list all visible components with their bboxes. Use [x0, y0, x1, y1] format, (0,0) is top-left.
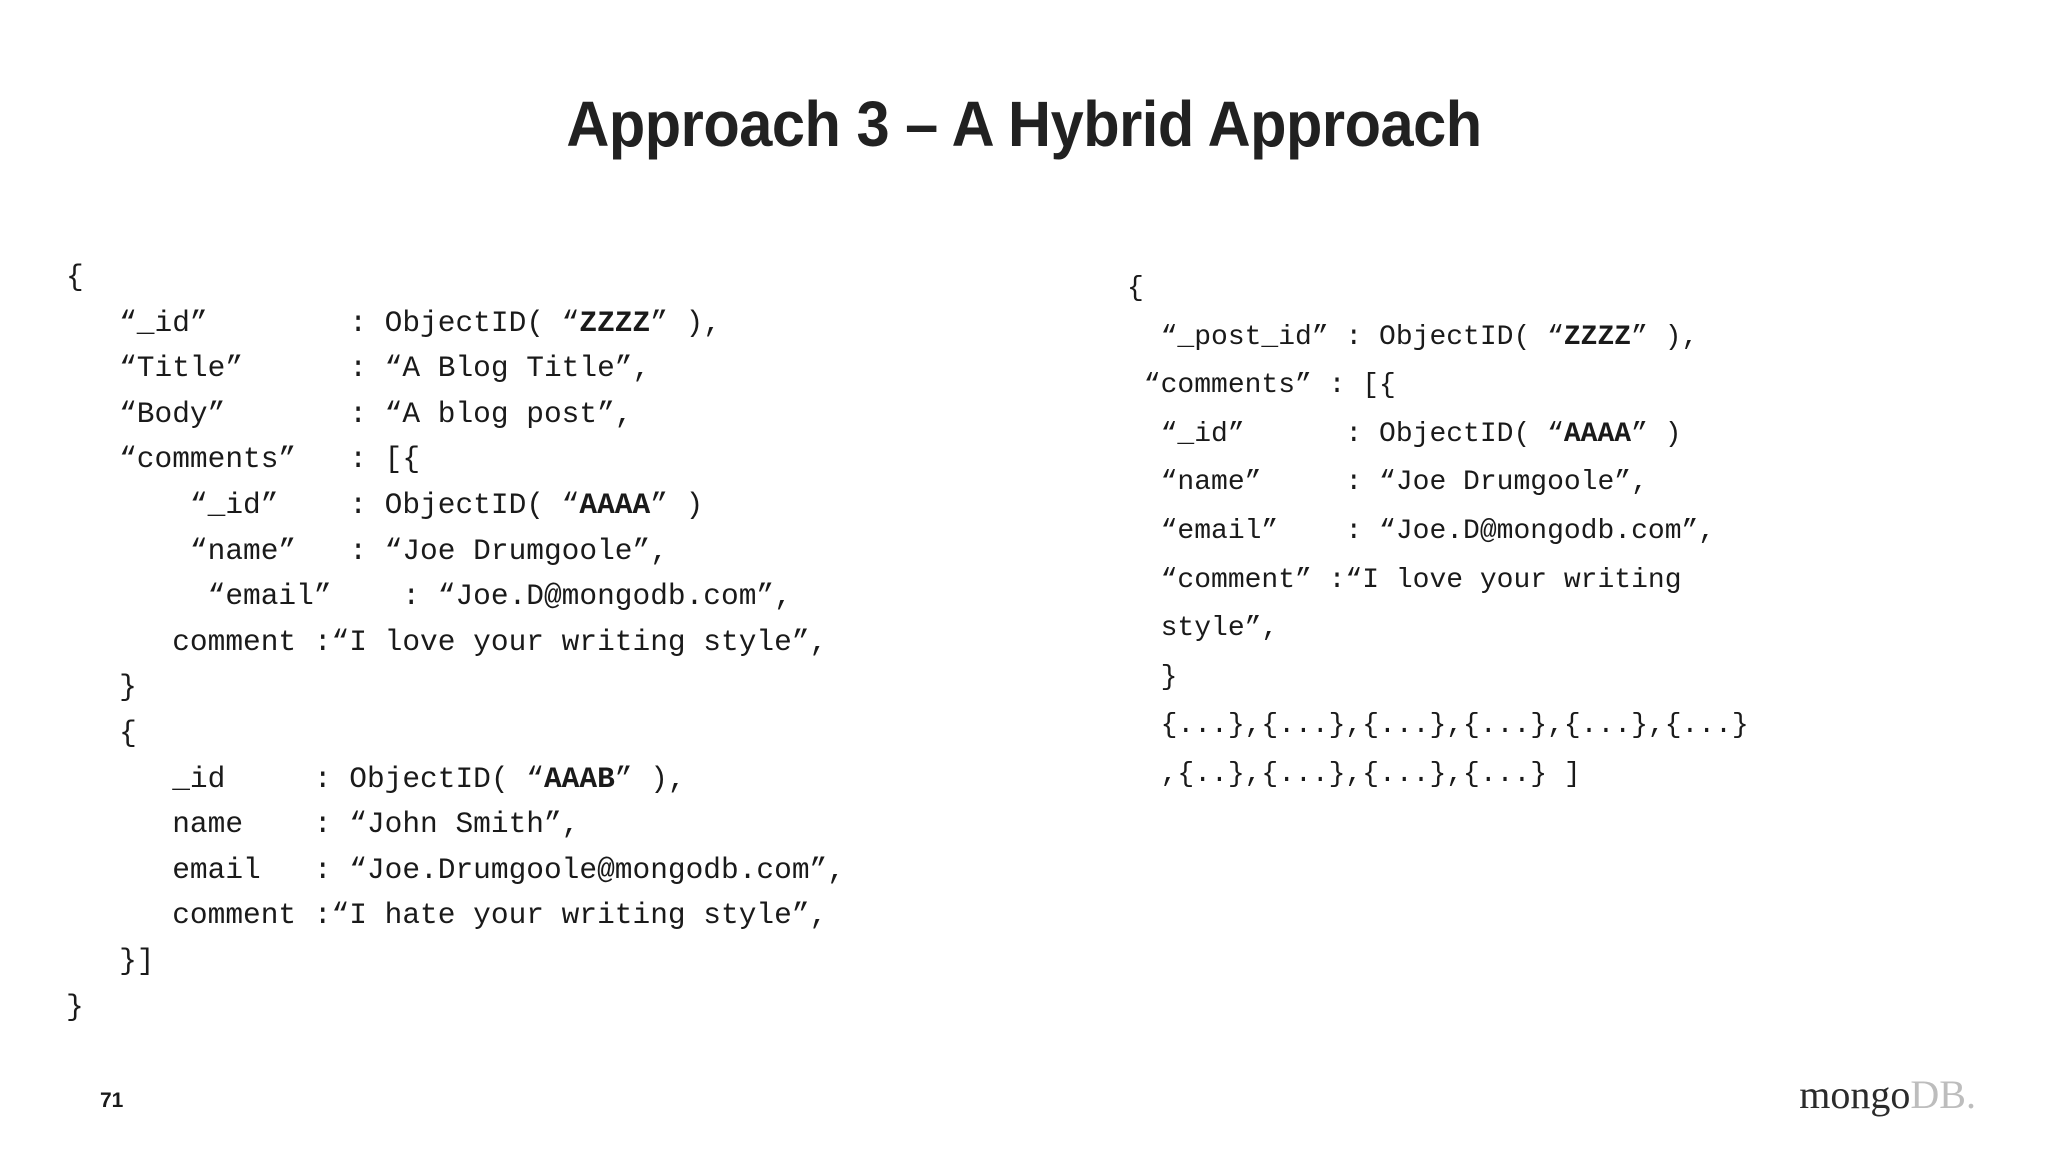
code-line: }	[66, 989, 84, 1024]
code-line: {	[66, 715, 137, 750]
code-line: “_id” : ObjectID( “AAAA” )	[66, 487, 704, 522]
code-line: style”,	[1127, 613, 1279, 645]
code-line: “comment” :“I love your writing	[1127, 564, 1682, 596]
mongodb-logo: mongoDB.	[1799, 1071, 1976, 1118]
code-line: “comments” : [{	[1127, 370, 1396, 402]
code-line: “comments” : [{	[66, 442, 421, 477]
code-line: }]	[66, 943, 155, 978]
code-line: email : “Joe.Drumgoole@mongodb.com”,	[66, 852, 845, 887]
right-code-block: { “_post_id” : ObjectID( “ZZZZ” ), “comm…	[1127, 265, 1749, 800]
code-line: {	[66, 260, 84, 294]
code-line: “email” : “Joe.D@mongodb.com”,	[1127, 515, 1716, 547]
code-line: “_post_id” : ObjectID( “ZZZZ” ),	[1127, 321, 1699, 353]
code-line: “_id” : ObjectID( “ZZZZ” ),	[66, 305, 722, 340]
code-line: }	[66, 670, 137, 705]
code-line: comment :“I love your writing style”,	[66, 624, 828, 659]
mongodb-logo-secondary: DB.	[1910, 1072, 1976, 1117]
code-line: name : “John Smith”,	[66, 807, 580, 842]
code-line: {	[1127, 273, 1144, 304]
left-code-block: { “_id” : ObjectID( “ZZZZ” ), “Title” : …	[66, 255, 845, 1030]
code-line: “name” : “Joe Drumgoole”,	[66, 533, 668, 568]
code-line: “email” : “Joe.D@mongodb.com”,	[66, 579, 792, 614]
code-line: {...},{...},{...},{...},{...},{...}	[1127, 710, 1749, 742]
code-line: ,{..},{...},{...},{...} ]	[1127, 758, 1581, 790]
code-line: “Title” : “A Blog Title”,	[66, 351, 651, 386]
code-line: “_id” : ObjectID( “AAAA” )	[1127, 418, 1682, 450]
page-number: 71	[100, 1089, 124, 1112]
mongodb-logo-primary: mongo	[1799, 1072, 1911, 1117]
code-line: comment :“I hate your writing style”,	[66, 898, 828, 933]
code-line: }	[1127, 661, 1178, 693]
code-line: _id : ObjectID( “AAAB” ),	[66, 761, 686, 796]
code-line: “name” : “Joe Drumgoole”,	[1127, 467, 1648, 499]
page-title: Approach 3 – A Hybrid Approach	[566, 87, 1482, 160]
code-line: “Body” : “A blog post”,	[66, 396, 633, 431]
